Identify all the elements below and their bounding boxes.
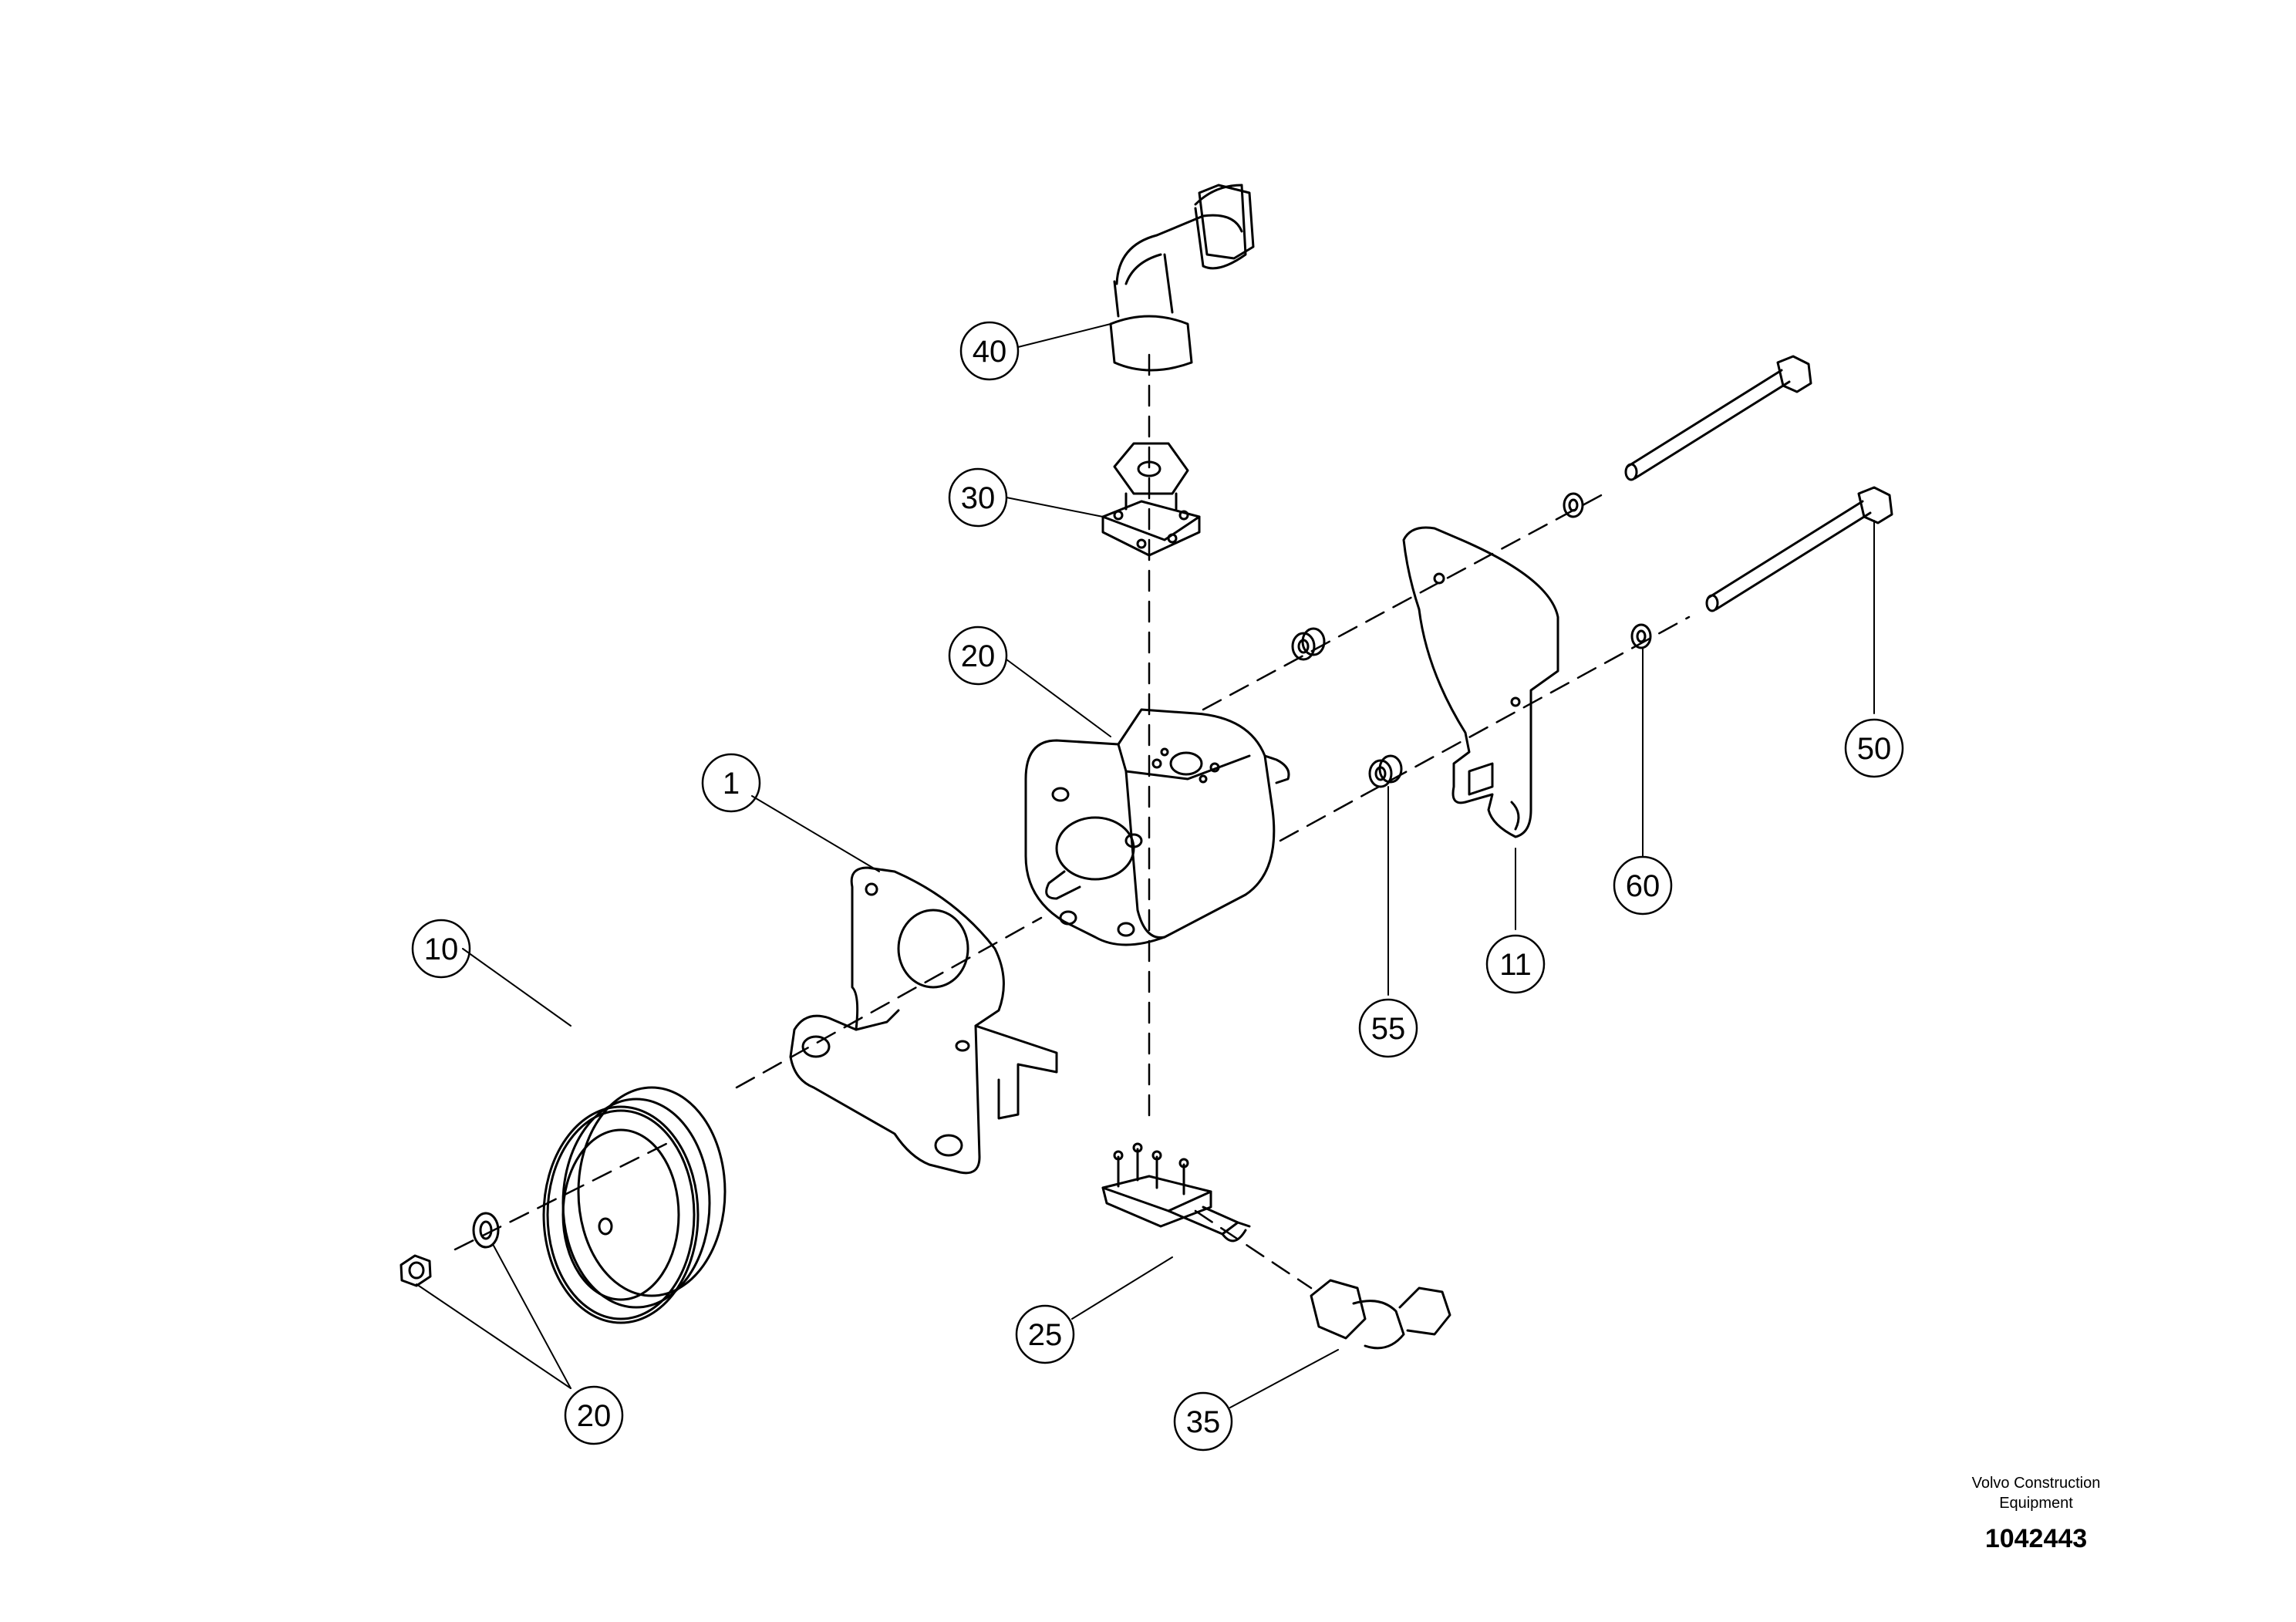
callout-20-nut: 20 [564,1385,624,1445]
center-lines [453,353,1691,1290]
brand-line-1: Volvo Construction [1971,1475,2101,1492]
elbow-fitting-40 [1109,184,1255,372]
v-belt-pulley-10 [542,1086,727,1324]
callout-1: 1 [701,753,761,813]
brand-line-2: Equipment [1999,1495,2073,1512]
svg-text:50: 50 [1857,732,1892,766]
svg-text:11: 11 [1499,948,1532,982]
svg-text:10: 10 [424,932,459,966]
svg-text:30: 30 [961,481,996,515]
nut-and-washer-20 [400,1212,500,1287]
svg-text:25: 25 [1028,1318,1063,1352]
flange-plate-30 [1101,442,1201,557]
callout-25: 25 [1015,1304,1075,1364]
svg-text:60: 60 [1626,869,1660,903]
brand-block: Volvo Construction Equipment 1042443 [1905,1473,2167,1554]
drawing-number: 1042443 [1984,1524,2088,1553]
hydraulic-pump-20 [1024,708,1290,946]
elbow-fitting-35 [1310,1279,1451,1350]
svg-text:1: 1 [723,767,740,801]
svg-text:40: 40 [973,335,1007,369]
callout-35: 35 [1173,1391,1233,1452]
hex-bolt-50 [1624,355,1893,612]
mounting-bracket-1 [789,866,1058,1175]
callout-55: 55 [1358,998,1418,1058]
callout-10: 10 [411,919,471,979]
callout-40: 40 [959,321,1020,381]
svg-text:20: 20 [961,639,996,673]
washer-60 [1563,492,1652,649]
svg-text:20: 20 [577,1399,612,1433]
callout-30: 30 [948,467,1008,528]
svg-text:55: 55 [1371,1012,1406,1046]
leader-lines [416,323,1875,1408]
callout-60: 60 [1613,855,1673,916]
spacer-55 [1291,627,1403,788]
callout-11: 11 [1485,934,1546,994]
rear-bracket-11 [1402,526,1559,838]
svg-text:35: 35 [1186,1405,1221,1439]
callout-20-pump: 20 [948,626,1008,686]
callout-50: 50 [1844,718,1904,778]
lower-flange-25 [1101,1142,1251,1243]
